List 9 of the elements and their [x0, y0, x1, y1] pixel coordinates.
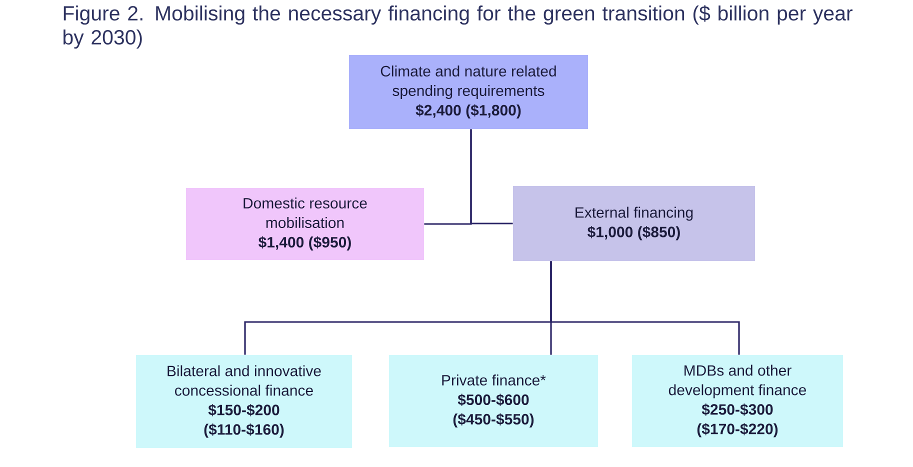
category-box: External financing $1,000 ($850)	[513, 186, 755, 261]
figure-title: Figure 2. Mobilising the necessary financing for the green transition ($ billion per year by 2030)	[64, 5, 852, 49]
category-box: Climate and nature related spending requirements $2,400 ($1,800)	[349, 55, 588, 129]
category-box: MDBs and other development finance $250-$300 ($170-$220)	[632, 355, 843, 447]
category-box: Private finance* $500-$600 ($450-$550)	[389, 355, 598, 447]
connector-line	[470, 129, 513, 224]
category-box: Domestic resource mobilisation $1,400 ($950)	[186, 188, 424, 260]
category-box: Bilateral and innovative concessional finance $150-$200 ($110-$160)	[136, 355, 352, 448]
connector-line	[550, 261, 740, 355]
